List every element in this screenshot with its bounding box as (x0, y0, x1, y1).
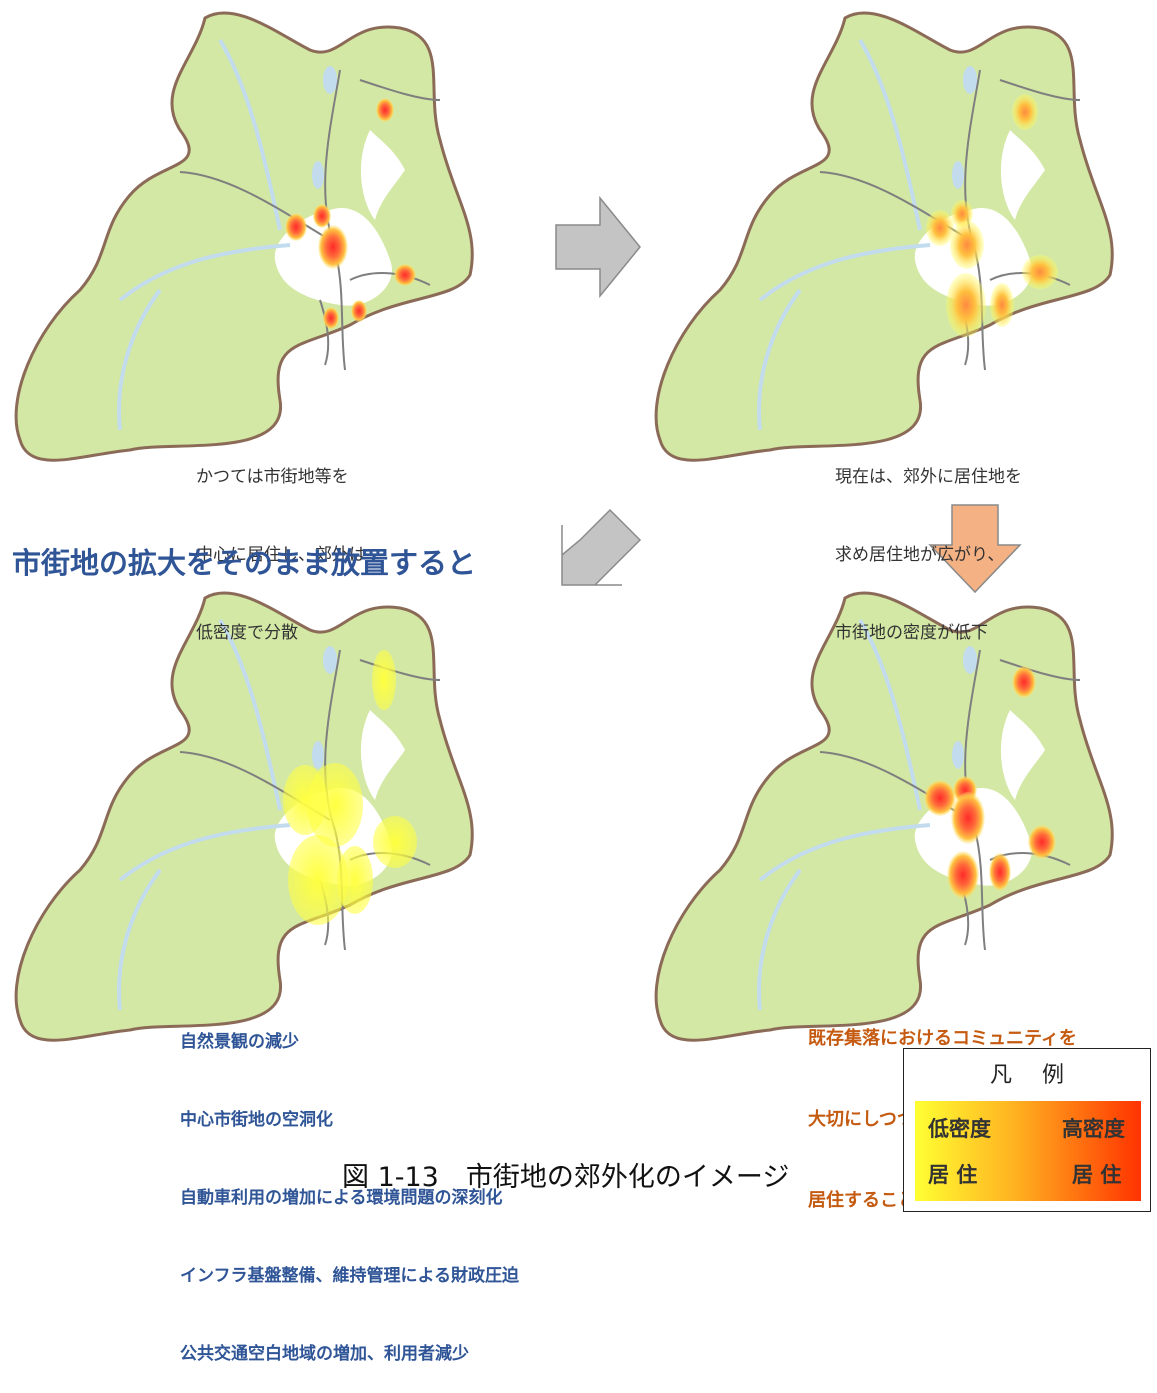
caption-line: 現在は、郊外に居住地を (835, 467, 1022, 487)
caption-line: かつては市街地等を (196, 467, 349, 487)
density-spots-present (926, 94, 1058, 337)
legend-low-label: 低密度 (928, 1117, 991, 1141)
caption-present: 現在は、郊外に居住地を 求め居住地が広がり、 市街地の密度が低下 (835, 412, 1022, 672)
map-compact (654, 591, 1114, 1042)
map-sprawl (14, 591, 474, 1042)
legend-high-sub: 居 住 (1072, 1163, 1122, 1187)
caption-line: 公共交通空白地域の増加、利用者減少 (180, 1344, 469, 1364)
map-present (654, 11, 1114, 462)
figure-caption: 図 1-13 市街地の郊外化のイメージ (342, 1162, 790, 1193)
caption-line: 市街地の密度が低下 (835, 623, 988, 643)
caption-line: インフラ基盤整備、維持管理による財政圧迫 (180, 1266, 519, 1286)
density-spots-past (285, 98, 416, 329)
caption-line: 低密度で分散 (196, 623, 298, 643)
legend: 凡例 低密度 居 住 高密度 居 住 (903, 1048, 1151, 1212)
caption-line: 既存集落におけるコミュニティを (808, 1028, 1077, 1049)
caption-past: かつては市街地等を 中心に居住し、郊外は 低密度で分散 (196, 412, 366, 672)
sprawl-heading: 市街地の拡大をそのまま放置すると (12, 546, 477, 580)
caption-line: 自動車利用の増加による環境問題の深刻化 (180, 1188, 503, 1208)
caption-line: 中心市街地の空洞化 (180, 1110, 333, 1130)
legend-low-sub: 居 住 (928, 1163, 978, 1187)
density-spots-sprawl (283, 650, 417, 925)
caption-line: 自然景観の減少 (180, 1032, 299, 1052)
arrow-right-icon (555, 195, 641, 299)
diagram-canvas (14, 11, 1114, 1042)
map-past (14, 11, 474, 462)
arrow-down-left-icon (561, 508, 642, 586)
caption-line: 求め居住地が広がり、 (835, 545, 1005, 565)
legend-title: 凡例 (989, 1063, 1094, 1088)
density-spots-compact (924, 666, 1056, 899)
legend-high-label: 高密度 (1062, 1117, 1125, 1141)
arrow-down-icon (928, 504, 1022, 594)
caption-line: 中心に居住し、郊外は (196, 545, 366, 565)
legend-gradient (915, 1101, 1141, 1201)
